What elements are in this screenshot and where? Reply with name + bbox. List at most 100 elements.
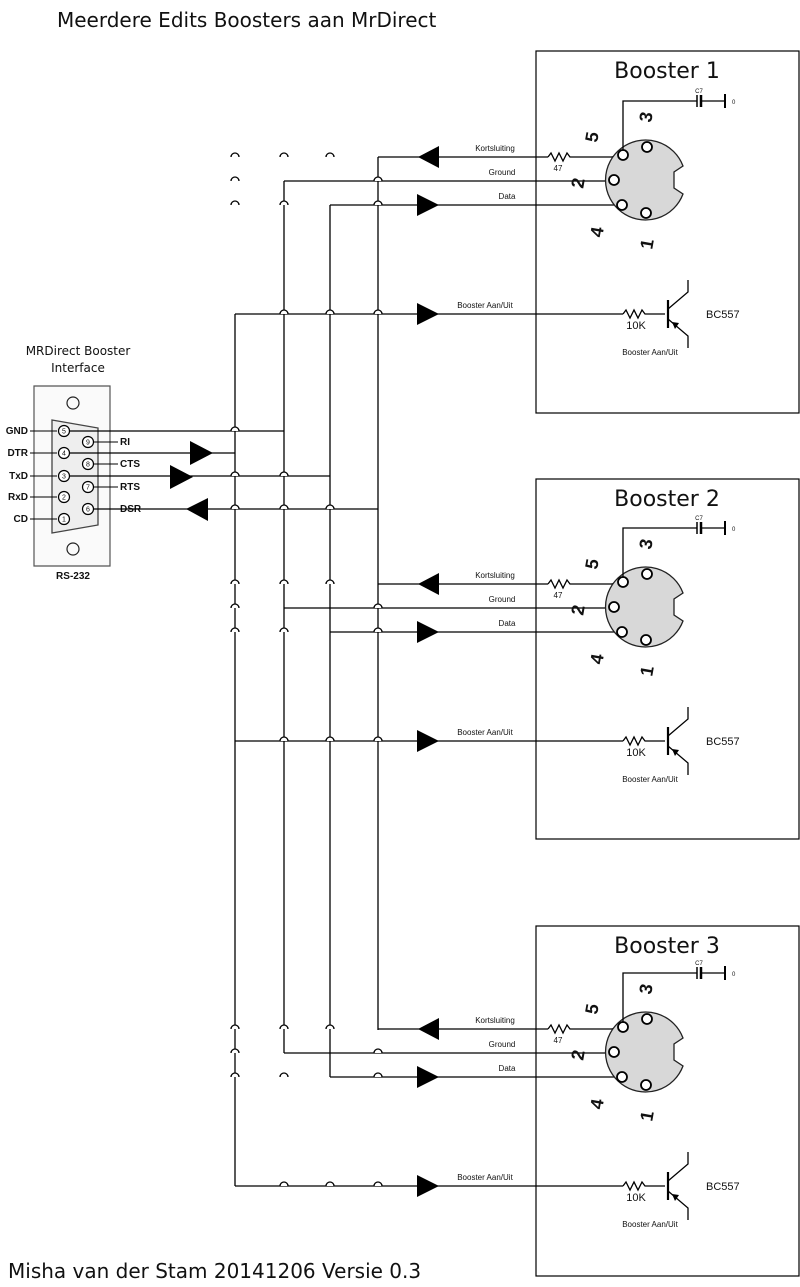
- arrow-data: [417, 1066, 439, 1088]
- resistor-47: [547, 578, 612, 590]
- transistor-name: BC557: [706, 1181, 740, 1193]
- din-pin-number: 2: [567, 176, 588, 189]
- pin-number: 2: [62, 495, 66, 502]
- pin-socket-7: [81, 480, 95, 494]
- din-pin-socket: [617, 1021, 629, 1033]
- pin-socket-1: [57, 512, 71, 526]
- resistor-short-value: 47: [554, 164, 563, 173]
- label-data: Data: [499, 192, 516, 201]
- pin-number: 5: [62, 429, 66, 436]
- wire-crossover: [279, 627, 289, 633]
- din-pin-number: 1: [636, 1109, 657, 1122]
- wire-crossover: [373, 736, 383, 742]
- din-pin-socket: [640, 634, 652, 646]
- diagram-footer: Misha van der Stam 20141206 Versie 0.3: [8, 1259, 421, 1283]
- wire-crossover: [230, 579, 240, 585]
- din-pin-number: 1: [636, 664, 657, 677]
- din-pin-number: 3: [635, 110, 656, 123]
- bus-wires: [234, 157, 379, 1186]
- wire-crossover: [279, 309, 289, 315]
- booster-box: [535, 478, 800, 840]
- label-power: Booster Aan/Uit: [457, 728, 513, 737]
- wire-crossover: [279, 1181, 289, 1187]
- din-pin-socket: [608, 1046, 620, 1058]
- pin-socket-8: [81, 457, 95, 471]
- arrow-power: [417, 730, 439, 752]
- wire-crossover: [230, 152, 240, 158]
- diagram-title: Meerdere Edits Boosters aan MrDirect: [57, 8, 437, 32]
- label-short: Kortsluiting: [475, 571, 515, 580]
- din-pin-number: 5: [581, 1002, 602, 1015]
- transistor-name: BC557: [706, 309, 740, 321]
- din-pin-number: 2: [567, 603, 588, 616]
- booster-2: Booster 2Kortsluiting47GroundDataBooster…: [230, 478, 800, 840]
- pin-number: 4: [62, 451, 66, 458]
- wire-crossover: [279, 471, 289, 477]
- label-power: Booster Aan/Uit: [457, 1173, 513, 1182]
- transistor-emitter: [667, 1152, 689, 1182]
- connector-label: RS-232: [56, 571, 90, 582]
- wire-crossover: [230, 603, 240, 609]
- transistor-emitter: [667, 280, 689, 310]
- transistor-arrow: [672, 749, 679, 756]
- resistor-short-value: 47: [554, 591, 563, 600]
- wire-crossover: [325, 309, 335, 315]
- wire-crossover: [325, 736, 335, 742]
- pin-number: 6: [86, 507, 90, 514]
- wire-crossover: [325, 504, 335, 510]
- din-pin-socket: [617, 149, 629, 161]
- pin-socket-6: [81, 502, 95, 516]
- din-pin-number: 1: [636, 237, 657, 250]
- wire-crossover: [230, 176, 240, 182]
- resistor-10k: [622, 1180, 665, 1192]
- din-pin-socket: [617, 576, 629, 588]
- din-pin-number: 3: [635, 982, 656, 995]
- mount-hole-bottom: [66, 542, 80, 556]
- transistor-caption: Booster Aan/Uit: [622, 775, 678, 784]
- wire-crossover: [279, 1072, 289, 1078]
- din-pin-socket: [640, 1079, 652, 1091]
- transistor-arrow: [672, 322, 679, 329]
- wire-capacitor: [622, 100, 697, 150]
- arrow-dtr: [190, 441, 213, 465]
- transistor-caption: Booster Aan/Uit: [622, 348, 678, 357]
- interface-title-1: MRDirect Booster: [26, 344, 131, 358]
- pin-number: 8: [86, 462, 90, 469]
- label-short: Kortsluiting: [475, 1016, 515, 1025]
- pin-label-rts: RTS: [120, 482, 140, 493]
- pin-label-rxd: RxD: [8, 492, 28, 503]
- pin-label-txd: TxD: [9, 471, 28, 482]
- wire-capacitor: [622, 972, 697, 1022]
- arrow-dsr: [186, 498, 208, 521]
- din-pin-number: 4: [586, 652, 607, 665]
- label-ground: Ground: [489, 1040, 516, 1049]
- booster-box: [535, 925, 800, 1277]
- din-pin-socket: [641, 141, 653, 153]
- pin-number: 3: [62, 474, 66, 481]
- wire-crossover: [325, 1024, 335, 1030]
- arrow-data: [417, 621, 439, 643]
- wire-crossover: [279, 736, 289, 742]
- capacitor-value: 0: [732, 527, 736, 533]
- pin-label-cd: CD: [14, 514, 28, 525]
- wire-crossover: [230, 471, 240, 477]
- transistor-name: BC557: [706, 736, 740, 748]
- arrow-txd: [170, 465, 193, 489]
- din-pin-socket: [608, 174, 620, 186]
- pin-socket-5: [57, 424, 71, 438]
- booster-title: Booster 2: [614, 487, 720, 512]
- wire-crossover: [373, 1072, 383, 1078]
- label-power: Booster Aan/Uit: [457, 301, 513, 310]
- resistor-10k: [622, 308, 665, 320]
- wire-crossover: [373, 627, 383, 633]
- wire-crossover: [230, 627, 240, 633]
- din-pin-socket: [616, 626, 628, 638]
- label-data: Data: [499, 1064, 516, 1073]
- booster-box: [535, 50, 800, 414]
- booster-1: Booster 1Kortsluiting47GroundDataBooster…: [230, 50, 800, 414]
- resistor-47: [547, 151, 612, 163]
- resistor-short-value: 47: [554, 1036, 563, 1045]
- wire-capacitor: [622, 527, 697, 577]
- wire-crossover: [279, 1024, 289, 1030]
- din-pin-socket: [641, 1013, 653, 1025]
